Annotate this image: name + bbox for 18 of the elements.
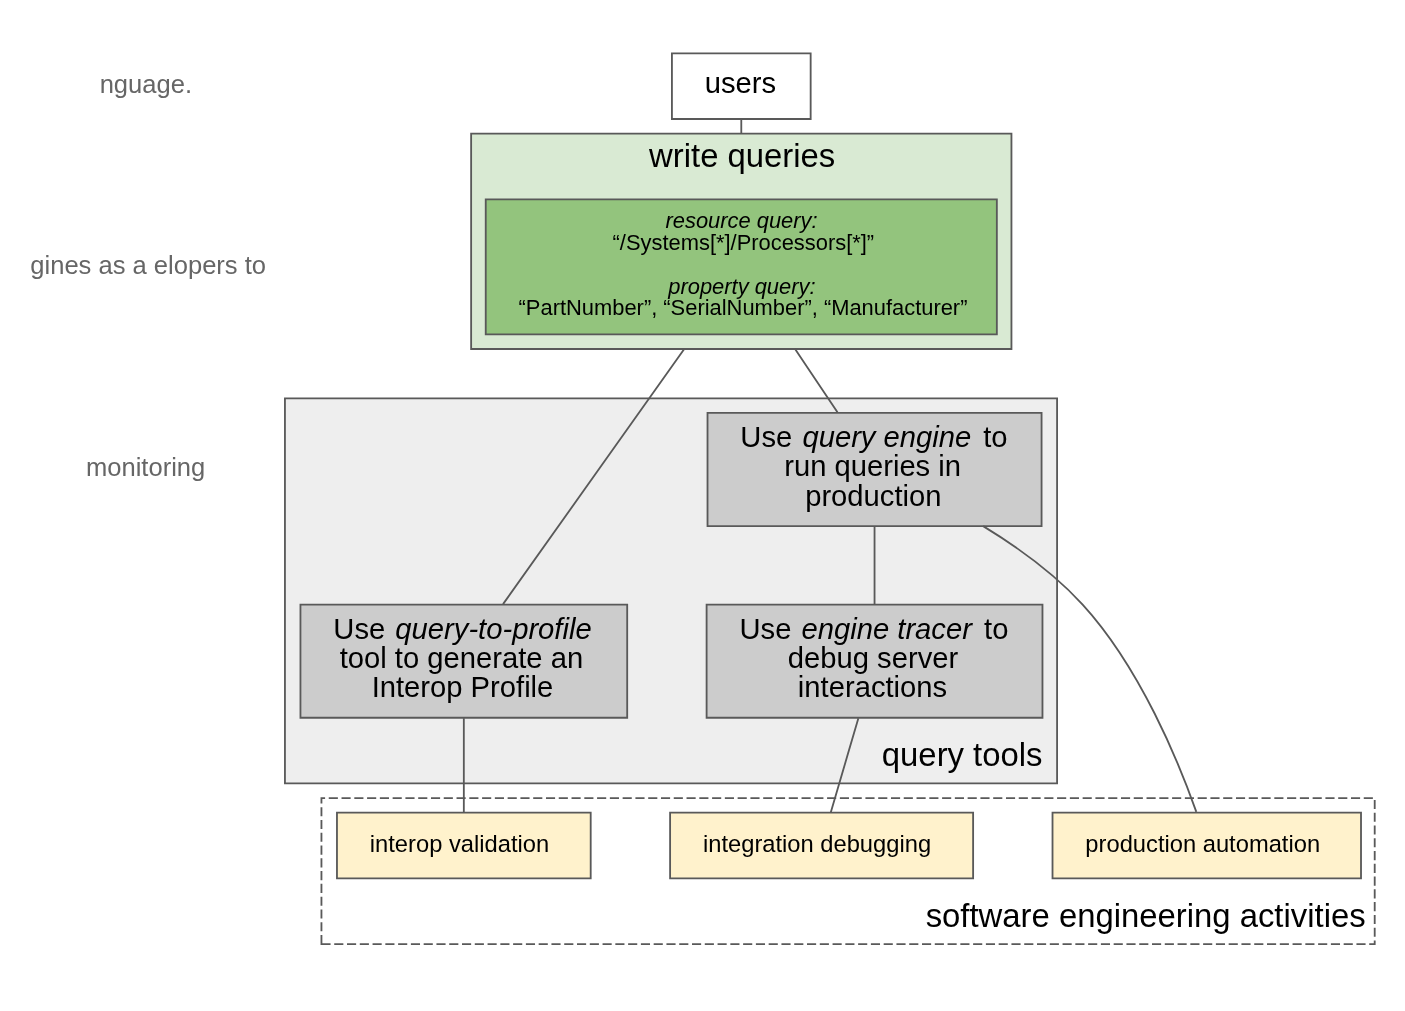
- node-box: Use query engine to run queries in production: [706, 411, 1043, 527]
- node-box: integration debugging: [669, 811, 975, 879]
- node-box: Use query-to-profile tool to generate an Interop Profile: [299, 603, 629, 719]
- connector: [502, 347, 686, 605]
- connector: [982, 524, 1198, 813]
- connector: [794, 347, 839, 413]
- node-box: resource query: “/Systems[*]/Processors[*]” property query: “PartNumber”, “SerialNumber”, “Manufacturer”: [484, 197, 998, 335]
- connector: [462, 716, 465, 813]
- node-box: users: [671, 51, 812, 120]
- node-box: production automation: [1051, 811, 1362, 879]
- label: gines as a elopers to: [30, 250, 267, 279]
- node-box: interop validation: [336, 811, 592, 879]
- label: nguage.: [99, 69, 193, 98]
- connector: [829, 716, 860, 813]
- label: monitoring: [85, 452, 206, 481]
- connector: [740, 118, 743, 135]
- connector: [873, 524, 876, 605]
- node-box: Use engine tracer to debug server interactions: [705, 603, 1044, 719]
